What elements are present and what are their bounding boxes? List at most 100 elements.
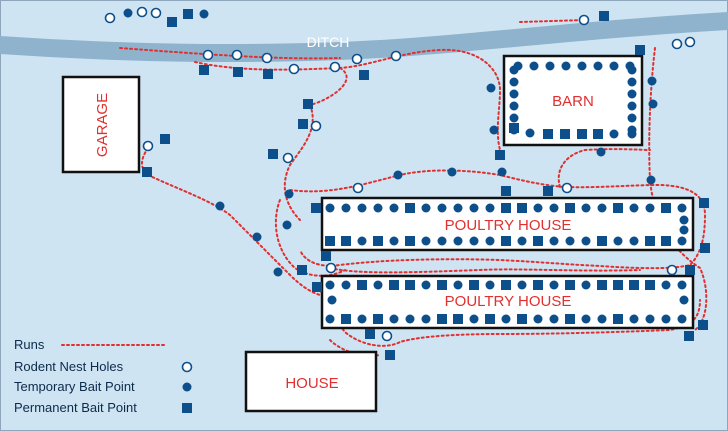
rodent-nest-hole — [666, 264, 678, 276]
temporary-bait-point — [646, 175, 656, 185]
permanent-bait-point — [183, 9, 193, 19]
legend-nest-swatch — [181, 361, 193, 373]
temporary-bait-point — [486, 83, 496, 93]
temporary-bait-point — [469, 203, 479, 213]
permanent-bait-point — [613, 203, 623, 213]
temporary-bait-point — [593, 61, 603, 71]
temporary-bait-point — [357, 236, 367, 246]
temporary-bait-point — [597, 203, 607, 213]
temporary-bait-point — [549, 203, 559, 213]
rodent-nest-hole — [282, 152, 294, 164]
legend-permanent-swatch — [182, 403, 192, 413]
temporary-bait-point — [393, 170, 403, 180]
house-label: HOUSE — [285, 375, 338, 392]
temporary-bait-point — [627, 113, 637, 123]
temporary-bait-point — [389, 236, 399, 246]
permanent-bait-point — [453, 314, 463, 324]
markers-group — [104, 6, 710, 360]
run — [557, 148, 651, 188]
permanent-bait-point — [311, 203, 321, 213]
rodent-nest-hole — [202, 49, 214, 61]
temporary-bait-point — [648, 99, 658, 109]
legend: Runs Rodent Nest Holes Temporary Bait Po… — [14, 337, 193, 415]
temporary-bait-point — [497, 167, 507, 177]
temporary-bait-point — [596, 147, 606, 157]
temporary-bait-point — [252, 232, 262, 242]
temporary-bait-point — [661, 280, 671, 290]
garage-label: GARAGE — [94, 93, 111, 157]
temporary-bait-point — [447, 167, 457, 177]
permanent-bait-point — [142, 167, 152, 177]
rodent-nest-hole — [104, 12, 116, 24]
temporary-bait-point — [549, 280, 559, 290]
permanent-bait-point — [700, 243, 710, 253]
legend-permanent-label: Permanent Bait Point — [14, 400, 137, 415]
permanent-bait-point — [405, 236, 415, 246]
temporary-bait-point — [677, 203, 687, 213]
permanent-bait-point — [599, 11, 609, 21]
poultry-house-2-label: POULTRY HOUSE — [445, 293, 572, 310]
temporary-bait-point — [581, 236, 591, 246]
temporary-bait-point — [677, 280, 687, 290]
permanent-bait-point — [661, 236, 671, 246]
permanent-bait-point — [160, 134, 170, 144]
temporary-bait-point — [509, 77, 519, 87]
temporary-bait-point — [627, 129, 637, 139]
temporary-bait-point — [679, 215, 689, 225]
temporary-bait-point — [421, 203, 431, 213]
temporary-bait-point — [327, 295, 337, 305]
permanent-bait-point — [613, 314, 623, 324]
temporary-bait-point — [581, 314, 591, 324]
permanent-bait-point — [698, 320, 708, 330]
temporary-bait-point — [325, 280, 335, 290]
permanent-bait-point — [635, 45, 645, 55]
permanent-bait-point — [485, 314, 495, 324]
temporary-bait-point — [389, 203, 399, 213]
temporary-bait-point — [609, 61, 619, 71]
permanent-bait-point — [517, 314, 527, 324]
permanent-bait-point — [359, 70, 369, 80]
legend-nest-label: Rodent Nest Holes — [14, 359, 124, 374]
temporary-bait-point — [437, 203, 447, 213]
permanent-bait-point — [199, 65, 209, 75]
temporary-bait-point — [373, 280, 383, 290]
barn-label: BARN — [552, 93, 594, 110]
permanent-bait-point — [501, 186, 511, 196]
temporary-bait-point — [215, 201, 225, 211]
run — [194, 48, 502, 151]
run — [519, 19, 586, 23]
temporary-bait-point — [123, 8, 133, 18]
temporary-bait-point — [645, 314, 655, 324]
temporary-bait-point — [661, 314, 671, 324]
permanent-bait-point — [593, 129, 603, 139]
rodent-nest-hole — [684, 36, 696, 48]
temporary-bait-point — [357, 314, 367, 324]
temporary-bait-point — [485, 203, 495, 213]
temporary-bait-point — [561, 61, 571, 71]
run — [309, 67, 348, 106]
permanent-bait-point — [341, 314, 351, 324]
temporary-bait-point — [357, 203, 367, 213]
permanent-bait-point — [597, 236, 607, 246]
permanent-bait-point — [233, 67, 243, 77]
temporary-bait-point — [509, 113, 519, 123]
rodent-nest-hole — [142, 140, 154, 152]
temporary-bait-point — [517, 280, 527, 290]
temporary-bait-point — [437, 236, 447, 246]
temporary-bait-point — [421, 314, 431, 324]
permanent-bait-point — [645, 236, 655, 246]
permanent-bait-point — [560, 129, 570, 139]
temporary-bait-point — [199, 9, 209, 19]
permanent-bait-point — [389, 280, 399, 290]
temporary-bait-point — [629, 314, 639, 324]
legend-temporary-swatch — [182, 382, 192, 392]
permanent-bait-point — [543, 186, 553, 196]
temporary-bait-point — [325, 203, 335, 213]
rodent-nest-hole — [261, 52, 273, 64]
permanent-bait-point — [684, 331, 694, 341]
temporary-bait-point — [509, 101, 519, 111]
permanent-bait-point — [597, 280, 607, 290]
permanent-bait-point — [469, 280, 479, 290]
rodent-nest-hole — [288, 63, 300, 75]
temporary-bait-point — [284, 189, 294, 199]
